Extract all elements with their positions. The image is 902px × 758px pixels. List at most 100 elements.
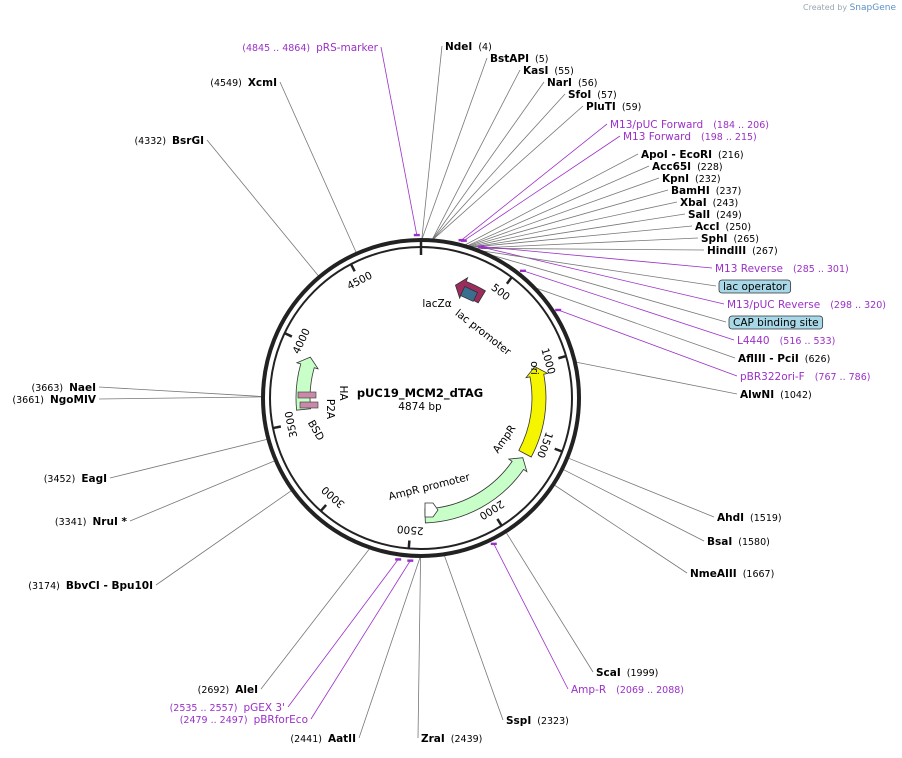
site-position: (56) (578, 78, 598, 89)
primer-name: L4440 (737, 335, 770, 347)
site-leader (443, 555, 504, 721)
site-position: (59) (622, 102, 642, 113)
feature-arrow (518, 366, 549, 458)
site-position: (2323) (537, 716, 569, 727)
site-name: NdeI (445, 41, 472, 53)
site-position: (4549) (210, 78, 242, 89)
site-position: (5) (535, 54, 548, 65)
primer-range: (184 .. 206) (713, 120, 769, 131)
site-leader (431, 69, 521, 240)
site-position: (3452) (44, 474, 76, 485)
site-position: (228) (697, 162, 723, 173)
site-leader (553, 484, 688, 574)
primer-range: (4845 .. 4864) (242, 43, 310, 54)
primer-range: (2069 .. 2088) (616, 685, 684, 696)
primer-range: (198 .. 215) (701, 132, 757, 143)
site-position: (3174) (28, 581, 60, 592)
primer-mark (407, 559, 414, 562)
site-leader (469, 201, 678, 248)
primer-name: pRS-marker (316, 42, 379, 54)
feature-label: HA (337, 385, 349, 401)
site-leader (109, 438, 268, 479)
primer-mark (519, 269, 526, 272)
box-label: lac operator (723, 281, 787, 293)
site-leader (358, 556, 421, 739)
site-name: SspI (506, 715, 531, 727)
site-name: SphI (701, 233, 727, 245)
primer-name: M13 Forward (623, 131, 691, 143)
site-position: (216) (718, 150, 744, 161)
tick-label: 4000 (291, 327, 313, 356)
site-position: (265) (733, 234, 759, 245)
site-position: (1667) (743, 569, 775, 580)
ring-tick (284, 331, 293, 338)
primer-mark (490, 542, 497, 546)
site-leader (98, 396, 263, 400)
site-position: (4) (478, 42, 491, 53)
site-leader (155, 490, 292, 586)
primer-name: M13 Reverse (715, 263, 783, 275)
site-name: ScaI (596, 667, 621, 679)
primer-name: Amp-R (571, 684, 606, 696)
primer-name: M13/pUC Reverse (727, 299, 820, 311)
ring-tick (319, 504, 328, 512)
tick-label: 4500 (345, 270, 374, 293)
primer-name: pBRforEco (254, 714, 308, 726)
feature-label: AmpR (491, 423, 519, 456)
ring-tick (554, 447, 563, 453)
site-name: XcmI (248, 77, 277, 89)
site-leader (568, 457, 715, 518)
site-name: ApoI - EcoRI (641, 149, 712, 161)
site-leader (206, 139, 320, 277)
primer-range: (285 .. 301) (793, 264, 849, 275)
primer-leader (310, 560, 411, 720)
site-position: (57) (597, 90, 617, 101)
primer-leader (481, 246, 713, 269)
site-position: (3341) (55, 517, 87, 528)
primer-range: (767 .. 786) (815, 372, 871, 383)
site-leader (260, 548, 370, 690)
site-leader (505, 532, 594, 673)
primer-leader (463, 135, 621, 242)
site-position: (1519) (750, 513, 782, 524)
box-leader (480, 250, 717, 287)
site-leader (471, 213, 686, 248)
site-leader (432, 81, 545, 240)
primer-leader (461, 123, 608, 241)
site-leader (421, 45, 443, 240)
feature-arrow (424, 457, 528, 524)
tick-label: 3500 (283, 410, 300, 439)
feature-label: P2A (324, 399, 336, 420)
primer-mark (460, 239, 467, 242)
site-position: (232) (695, 174, 721, 185)
primer-mark (555, 308, 562, 312)
feature-label: lac promoter (453, 307, 514, 358)
site-position: (2692) (198, 685, 230, 696)
site-leader (432, 93, 566, 240)
site-name: SalI (688, 209, 710, 221)
site-position: (2439) (451, 734, 483, 745)
primer-range: (2479 .. 2497) (180, 715, 248, 726)
ring-tick (349, 263, 356, 272)
site-position: (2441) (290, 734, 322, 745)
site-name: Acc65I (652, 161, 691, 173)
site-leader (432, 105, 584, 240)
site-leader (474, 237, 699, 249)
ring-tick (558, 354, 567, 360)
site-position: (237) (716, 186, 742, 197)
site-name: BsrGI (172, 135, 204, 147)
site-name: XbaI (680, 197, 707, 209)
primer-mark (478, 245, 485, 248)
primer-leader (287, 559, 399, 708)
site-leader (471, 225, 693, 248)
site-name: AflIII - PciI (738, 353, 799, 365)
site-position: (1580) (738, 537, 770, 548)
site-name: HindIII (707, 245, 746, 257)
primer-mark (413, 233, 420, 237)
primer-leader (522, 270, 735, 341)
feature-label: lacZα (422, 298, 451, 310)
ring-tick (505, 276, 513, 285)
primer-name: pBR322ori-F (740, 371, 805, 383)
site-leader (467, 177, 660, 247)
site-name: KpnI (662, 173, 689, 185)
